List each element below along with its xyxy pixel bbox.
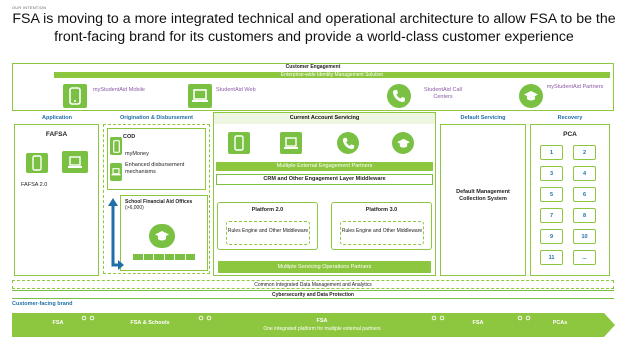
- pca-grid: 1 2 3 4 5 6 7 8 9 10 11 ...: [540, 145, 600, 265]
- laptop-icon: [62, 151, 88, 173]
- mobile-phone-icon: [63, 84, 87, 108]
- graduation-cap-icon: [519, 84, 543, 108]
- servicing-ops-bar: Multiple Servicing Operations Partners: [218, 261, 431, 273]
- enhanced-disbursement-label: Enhanced disbursement mechanisms: [125, 162, 185, 175]
- brand-label: Customer-facing brand: [12, 301, 73, 307]
- data-management-bar: Common Integrated Data Management and An…: [12, 280, 614, 289]
- phone-icon: [337, 132, 359, 154]
- recovery-panel: PCA 1 2 3 4 5 6 7 8 9 10 11 ...: [530, 124, 610, 276]
- graduation-cap-icon: [149, 224, 175, 248]
- platform-3-body: Rules Engine and Other Middleware: [341, 228, 423, 234]
- channel-web-label: StudentAid Web: [216, 87, 256, 93]
- pca-button-11[interactable]: 11: [540, 250, 563, 265]
- school-aid-box: School Financial Aid Offices (>6,000): [120, 195, 208, 271]
- brand-segment-fsa-default: FSA: [472, 320, 484, 326]
- default-collection-label: Default Management Collection System: [456, 189, 510, 202]
- mymoney-label: myMoney: [125, 151, 149, 157]
- pca-title: PCA: [563, 131, 577, 138]
- current-servicing-panel: Current Account Servicing Multiple Exter…: [213, 112, 436, 276]
- brand-arrow: [12, 313, 615, 337]
- channel-mobile-label: myStudentAid Mobile: [93, 87, 145, 93]
- cybersecurity-bar: Cybersecurity and Data Protection: [12, 290, 614, 299]
- platform-2-box: Platform 2.0 Rules Engine and Other Midd…: [217, 202, 318, 250]
- platform-2-title: Platform 2.0: [251, 207, 284, 213]
- school-aid-count: (>6,000): [125, 205, 144, 211]
- section-default-servicing: Default Servicing: [460, 115, 506, 121]
- identity-management-bar: Enterprise-wide Identity Management Solu…: [54, 72, 610, 78]
- origination-panel: COD myMoney Enhanced disbursement mechan…: [103, 124, 210, 274]
- brand-segment-subtitle: One integrated platform for multiple ext…: [263, 326, 381, 332]
- customer-engagement-title: Customer Engagement: [285, 64, 341, 70]
- platform-2-body: Rules Engine and Other Middleware: [227, 228, 309, 234]
- platform-3-title: Platform 3.0: [365, 207, 398, 213]
- mobile-phone-icon: [110, 137, 122, 155]
- pca-button-6[interactable]: 6: [573, 187, 596, 202]
- brand-segment-fsa-schools: FSA & Schools: [130, 320, 170, 326]
- customer-engagement-panel: Customer Engagement Enterprise-wide Iden…: [12, 63, 614, 111]
- mobile-phone-icon: [228, 132, 250, 154]
- school-aid-title: School Financial Aid Offices: [125, 199, 193, 205]
- pca-button-1[interactable]: 1: [540, 145, 563, 160]
- pca-button-3[interactable]: 3: [540, 166, 563, 181]
- section-tag: OUR INTENTION: [12, 5, 47, 10]
- mobile-phone-icon: [26, 153, 48, 173]
- fafsa-version: FAFSA 2.0: [21, 182, 48, 188]
- section-recovery: Recovery: [557, 115, 583, 121]
- section-origination: Origination & Disbursement: [119, 115, 194, 121]
- pca-button-9[interactable]: 9: [540, 229, 563, 244]
- brand-segment-fsa-platform: FSA: [316, 318, 328, 324]
- current-servicing-title: Current Account Servicing: [214, 113, 435, 124]
- pca-button-8[interactable]: 8: [573, 208, 596, 223]
- brand-segment-pcas: PCAs: [552, 320, 568, 326]
- fafsa-panel: FAFSA FAFSA 2.0: [14, 124, 99, 276]
- laptop-icon: [188, 84, 212, 108]
- school-icons-row: [133, 254, 195, 260]
- pca-button-2[interactable]: 2: [573, 145, 596, 160]
- external-partners-bar: Multiple External Engagement Partners: [216, 162, 433, 171]
- pca-button-more[interactable]: ...: [573, 250, 596, 265]
- laptop-icon: [110, 163, 122, 181]
- section-application: Application: [42, 115, 72, 121]
- up-down-arrow-icon: [108, 198, 124, 270]
- page-title: FSA is moving to a more integrated techn…: [12, 11, 616, 45]
- pca-button-4[interactable]: 4: [573, 166, 596, 181]
- brand-segment-fsa: FSA: [52, 320, 64, 326]
- graduation-cap-icon: [392, 132, 414, 154]
- cod-title: COD: [123, 134, 136, 140]
- pca-button-5[interactable]: 5: [540, 187, 563, 202]
- default-servicing-panel: Default Management Collection System: [440, 124, 526, 276]
- phone-icon: [387, 84, 411, 108]
- fafsa-title: FAFSA: [45, 131, 68, 138]
- channel-partners-label: myStudentAid Partners: [546, 84, 604, 90]
- pca-button-10[interactable]: 10: [573, 229, 596, 244]
- platform-3-box: Platform 3.0 Rules Engine and Other Midd…: [331, 202, 432, 250]
- laptop-icon: [280, 132, 302, 154]
- crm-middleware-box: CRM and Other Engagement Layer Middlewar…: [216, 174, 433, 185]
- cod-box: COD myMoney Enhanced disbursement mechan…: [107, 128, 206, 190]
- pca-button-7[interactable]: 7: [540, 208, 563, 223]
- channel-call-centers-label: StudentAid Call Centers: [424, 87, 462, 100]
